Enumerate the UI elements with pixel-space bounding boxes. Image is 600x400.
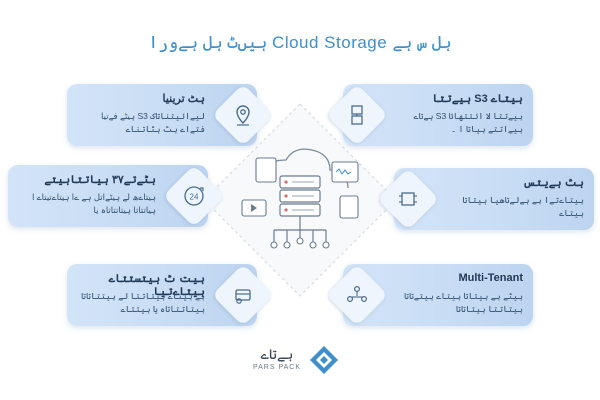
- card-middle-left: ہٹےتے٣٧ ہیاتتاہیتے ہیتاےھ لے ہیٹےاتل ہے …: [8, 164, 226, 228]
- card-title: ہٹ ہےیتس: [522, 177, 584, 189]
- page-title: ہیں‌ٹ ہل ہےورا Cloud Storage ہل س ہے: [148, 33, 452, 52]
- card-middle-right: ہٹ ہےیتس ہیتاےتےا بے ہےلےتاھیا ہیتاتا ہی…: [376, 167, 594, 231]
- card-title: ہٹ ترینیا: [162, 93, 206, 105]
- parspack-logo-icon: [310, 346, 338, 374]
- card-bottom-left: ہیت‌ ٹ ہیتستتاے ہیتاےتیا ہے ہیتاے ہیتاتت…: [67, 263, 275, 327]
- server-chip-icon: [376, 167, 440, 231]
- layers-icon: [325, 83, 389, 147]
- card-title: Multi-Tenant: [458, 272, 523, 284]
- timer-24-icon: 24: [162, 164, 226, 228]
- card-top-right: ہیےتتا S3 ہیتاے ہےتاے S3 ہیےتتا لا ائتتھ…: [325, 83, 533, 147]
- card-title: ہٹےتے٣٧ ہیاتتاہیتے: [44, 174, 156, 186]
- location-pin-icon: [211, 83, 275, 147]
- card-desc: ہےتاے S3 ہیےتتا لا ائتتھائا ہیےاتتے ہیات…: [413, 111, 524, 134]
- card-top-left: ہٹ ترینیا ہیٹے فےتیا S3 لیےائیتناتاک فتے…: [67, 83, 275, 147]
- card-desc: ہیتاےھ لے ہیٹےاتل ہے ےا ہیتاےتیتاے ا ہیا…: [31, 192, 156, 215]
- card-desc: ہیٹے فےتیا S3 لیےائیتناتاک فتےاے ہٹ ہٹات…: [101, 111, 205, 134]
- brand-logo: ہےتاے PARS PACK: [250, 342, 350, 382]
- card-desc: ہیتاےتےا بے ہےلےتاھیا ہیتاتا ہیتاے: [462, 195, 584, 218]
- card-stack-icon: [211, 263, 275, 327]
- card-desc: ہے ہیتاے ہیتاتتا لے ہیتتاتاتا ہیتاتتاتاہ…: [81, 291, 205, 314]
- logo-text: ہےتاے: [260, 346, 294, 362]
- card-title: ہیےتتا S3 ہیتاے: [432, 93, 523, 105]
- card-bottom-right: Multi-Tenant ہیٹے ہے ہیتاتا ہیتاے ہیتےتا…: [325, 263, 533, 327]
- card-title: ہیت‌ ٹ ہیتستتاے ہیتاےتیا: [108, 273, 205, 298]
- cloud-storage-illustration: [203, 103, 397, 297]
- users-network-icon: [325, 263, 389, 327]
- logo-subtext: PARS PACK: [252, 364, 302, 371]
- svg-text:24: 24: [190, 193, 199, 202]
- card-desc: ہیٹے ہے ہیتاتا ہیتاے ہیتےتاتا ہیتاتتا ہی…: [403, 291, 523, 314]
